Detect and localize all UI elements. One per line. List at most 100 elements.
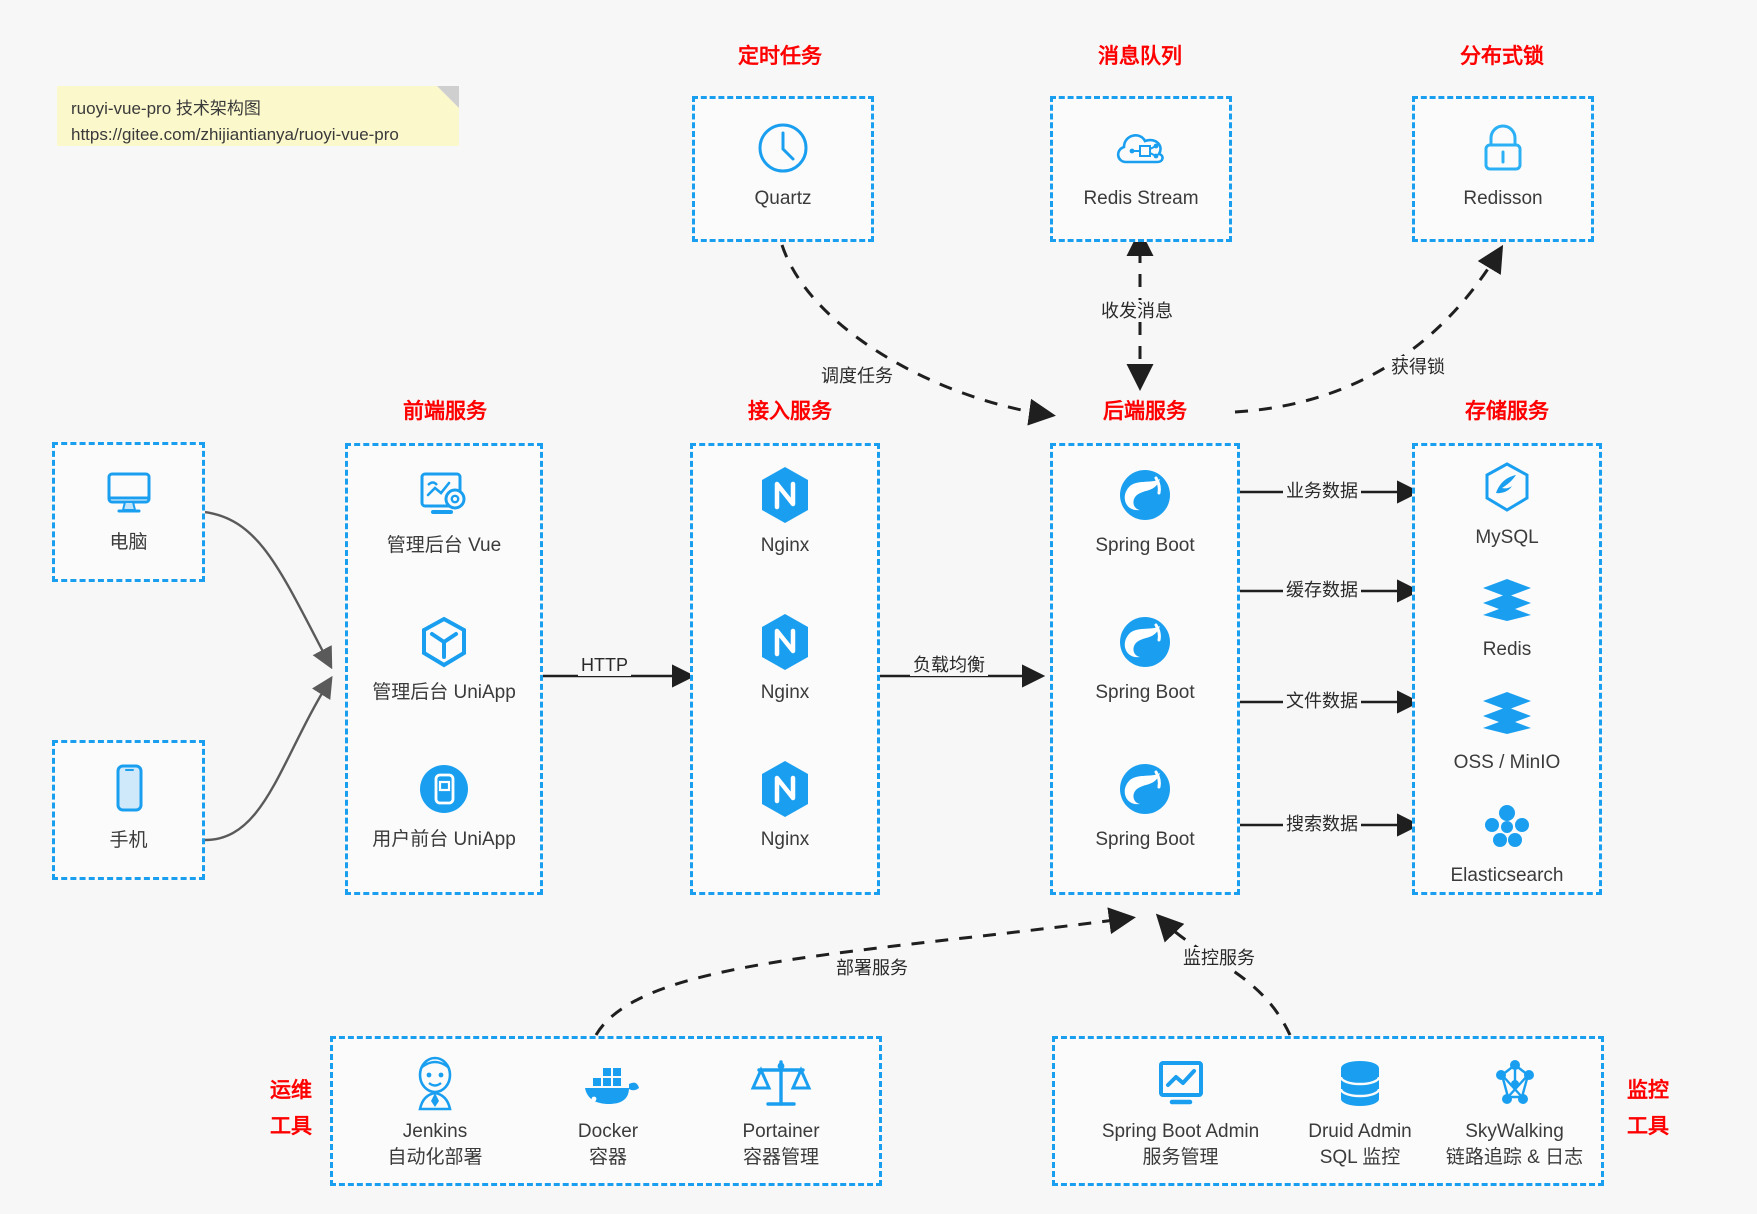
nginx-icon <box>693 611 877 673</box>
group-box-gateway: Nginx Nginx Nginx <box>690 443 880 895</box>
node-label: 管理后台 Vue <box>386 535 502 556</box>
lock-icon <box>1415 117 1591 179</box>
edge-label-file-data: 文件数据 <box>1283 690 1361 712</box>
redis-icon <box>1415 568 1599 630</box>
monitor-chart-icon <box>1073 1053 1288 1115</box>
mobile-icon <box>55 759 202 821</box>
node-nginx-1[interactable]: Nginx <box>693 464 877 558</box>
node-druid-admin[interactable]: Druid Admin SQL 监控 <box>1270 1053 1450 1171</box>
node-user-uniapp[interactable]: 用户前台 UniApp <box>348 758 540 852</box>
edge-label-send-receive-message: 收发消息 <box>1098 300 1176 322</box>
group-title-scheduled-task: 定时任务 <box>738 45 822 68</box>
edge-label-cache-data: 缓存数据 <box>1283 579 1361 601</box>
note-line-title: ruoyi-vue-pro 技术架构图 <box>71 99 261 118</box>
node-label: Docker <box>577 1121 639 1142</box>
node-nginx-3[interactable]: Nginx <box>693 758 877 852</box>
scales-icon <box>691 1053 871 1115</box>
node-redis[interactable]: Redis <box>1415 568 1599 662</box>
node-label: OSS / MinIO <box>1453 752 1561 773</box>
node-label: Spring Boot <box>1095 535 1195 556</box>
node-docker[interactable]: Docker 容器 <box>518 1053 698 1171</box>
edge-label-http: HTTP <box>578 654 631 676</box>
edge-label-search-data: 搜索数据 <box>1283 813 1361 835</box>
mysql-icon <box>1415 456 1599 518</box>
node-nginx-2[interactable]: Nginx <box>693 611 877 705</box>
node-spring-boot-admin[interactable]: Spring Boot Admin 服务管理 <box>1073 1053 1288 1171</box>
mobile-app-icon <box>348 758 540 820</box>
node-label: Spring Boot <box>1095 682 1195 703</box>
edge-label-monitor-service: 监控服务 <box>1180 947 1258 969</box>
group-box-monitoring: Spring Boot Admin 服务管理 Druid Admin SQL 监… <box>1052 1036 1604 1186</box>
note-line-url: https://gitee.com/zhijiantianya/ruoyi-vu… <box>71 125 399 144</box>
node-portainer[interactable]: Portainer 容器管理 <box>691 1053 871 1171</box>
group-box-frontend: 管理后台 Vue 管理后台 UniApp 用户前台 UniApp <box>345 443 543 895</box>
node-sublabel: 容器管理 <box>742 1147 819 1168</box>
node-sublabel: 容器 <box>588 1147 627 1168</box>
node-spring-boot-1[interactable]: Spring Boot <box>1053 464 1237 558</box>
edge-label-schedule-task: 调度任务 <box>818 365 896 387</box>
edge-label-load-balance: 负载均衡 <box>910 654 988 676</box>
node-label: MySQL <box>1475 527 1539 548</box>
node-label: Jenkins <box>402 1121 468 1142</box>
node-desktop[interactable]: 电脑 <box>55 461 202 555</box>
node-label: Redis <box>1482 639 1532 660</box>
node-elasticsearch[interactable]: Elasticsearch <box>1415 794 1599 888</box>
nginx-icon <box>693 464 877 526</box>
node-spring-boot-3[interactable]: Spring Boot <box>1053 758 1237 852</box>
node-label: Nginx <box>760 535 810 556</box>
node-skywalking[interactable]: SkyWalking 链路追踪 & 日志 <box>1427 1053 1602 1171</box>
node-label: Nginx <box>760 682 810 703</box>
node-label: SkyWalking <box>1465 1121 1564 1142</box>
info-note: ruoyi-vue-pro 技术架构图 https://gitee.com/zh… <box>57 86 459 146</box>
node-admin-vue[interactable]: 管理后台 Vue <box>348 464 540 558</box>
node-oss-minio[interactable]: OSS / MinIO <box>1415 681 1599 775</box>
oss-icon <box>1415 681 1599 743</box>
group-box-scheduled-task: Quartz <box>692 96 874 242</box>
node-label: 管理后台 UniApp <box>372 682 516 703</box>
group-title-frontend: 前端服务 <box>403 400 487 423</box>
node-redisson[interactable]: Redisson <box>1415 117 1591 211</box>
elasticsearch-icon <box>1415 794 1599 856</box>
group-box-backend: Spring Boot Spring Boot Spring Boot <box>1050 443 1240 895</box>
node-jenkins[interactable]: Jenkins 自动化部署 <box>345 1053 525 1171</box>
spring-boot-icon <box>1053 611 1237 673</box>
node-label: Portainer <box>742 1121 820 1142</box>
node-mobile[interactable]: 手机 <box>55 759 202 853</box>
node-sublabel: 服务管理 <box>1142 1147 1219 1168</box>
node-sublabel: 自动化部署 <box>387 1147 483 1168</box>
group-box-storage: MySQL Redis OSS / MinIO <box>1412 443 1602 895</box>
group-box-devops: Jenkins 自动化部署 Docker 容器 <box>330 1036 882 1186</box>
node-spring-boot-2[interactable]: Spring Boot <box>1053 611 1237 705</box>
group-box-client-desktop: 电脑 <box>52 442 205 582</box>
group-title-gateway: 接入服务 <box>748 400 832 423</box>
desktop-icon <box>55 461 202 523</box>
spring-boot-icon <box>1053 464 1237 526</box>
node-redis-stream[interactable]: Redis Stream <box>1053 117 1229 211</box>
node-admin-uniapp[interactable]: 管理后台 UniApp <box>348 611 540 705</box>
edge-label-business-data: 业务数据 <box>1283 480 1361 502</box>
node-label: 用户前台 UniApp <box>372 829 516 850</box>
cube-icon <box>348 611 540 673</box>
spring-boot-icon <box>1053 758 1237 820</box>
group-box-message-queue: Redis Stream <box>1050 96 1232 242</box>
group-box-distributed-lock: Redisson <box>1412 96 1594 242</box>
node-quartz[interactable]: Quartz <box>695 117 871 211</box>
group-title-devops: 运维 工具 <box>270 1079 312 1138</box>
database-icon <box>1270 1053 1450 1115</box>
node-label: Nginx <box>760 829 810 850</box>
node-sublabel: SQL 监控 <box>1319 1147 1401 1168</box>
group-title-message-queue: 消息队列 <box>1098 45 1182 68</box>
cloud-network-icon <box>1053 117 1229 179</box>
node-label: Redisson <box>1463 188 1543 209</box>
edge-label-acquire-lock: 获得锁 <box>1388 356 1448 378</box>
group-box-client-mobile: 手机 <box>52 740 205 880</box>
node-label: Redis Stream <box>1083 188 1199 209</box>
note-fold-corner <box>437 86 459 108</box>
node-sublabel: 链路追踪 & 日志 <box>1445 1147 1584 1168</box>
node-mysql[interactable]: MySQL <box>1415 456 1599 550</box>
node-label: Quartz <box>754 188 812 209</box>
node-label: 电脑 <box>109 532 148 553</box>
node-label: Druid Admin <box>1308 1121 1412 1142</box>
group-title-backend: 后端服务 <box>1103 400 1187 423</box>
jenkins-icon <box>345 1053 525 1115</box>
